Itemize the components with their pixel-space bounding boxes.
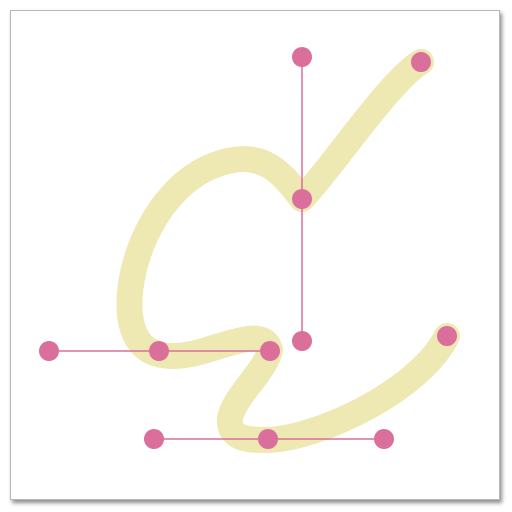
control-point-top-handle[interactable] <box>292 47 312 67</box>
control-point-bottom-handle[interactable] <box>292 331 312 351</box>
control-point-left-handle[interactable] <box>39 341 59 361</box>
end-point[interactable] <box>435 324 459 348</box>
anchor-point-middle[interactable] <box>292 189 312 209</box>
anchor-point-bottom[interactable] <box>258 429 278 449</box>
start-point[interactable] <box>409 50 433 74</box>
control-point-lower-left-handle[interactable] <box>144 429 164 449</box>
glyph-stroke[interactable] <box>116 49 460 453</box>
control-point-lower-right-handle[interactable] <box>374 429 394 449</box>
control-point-right-handle[interactable] <box>260 341 280 361</box>
anchor-point-loop[interactable] <box>149 341 169 361</box>
artboard <box>10 10 500 500</box>
